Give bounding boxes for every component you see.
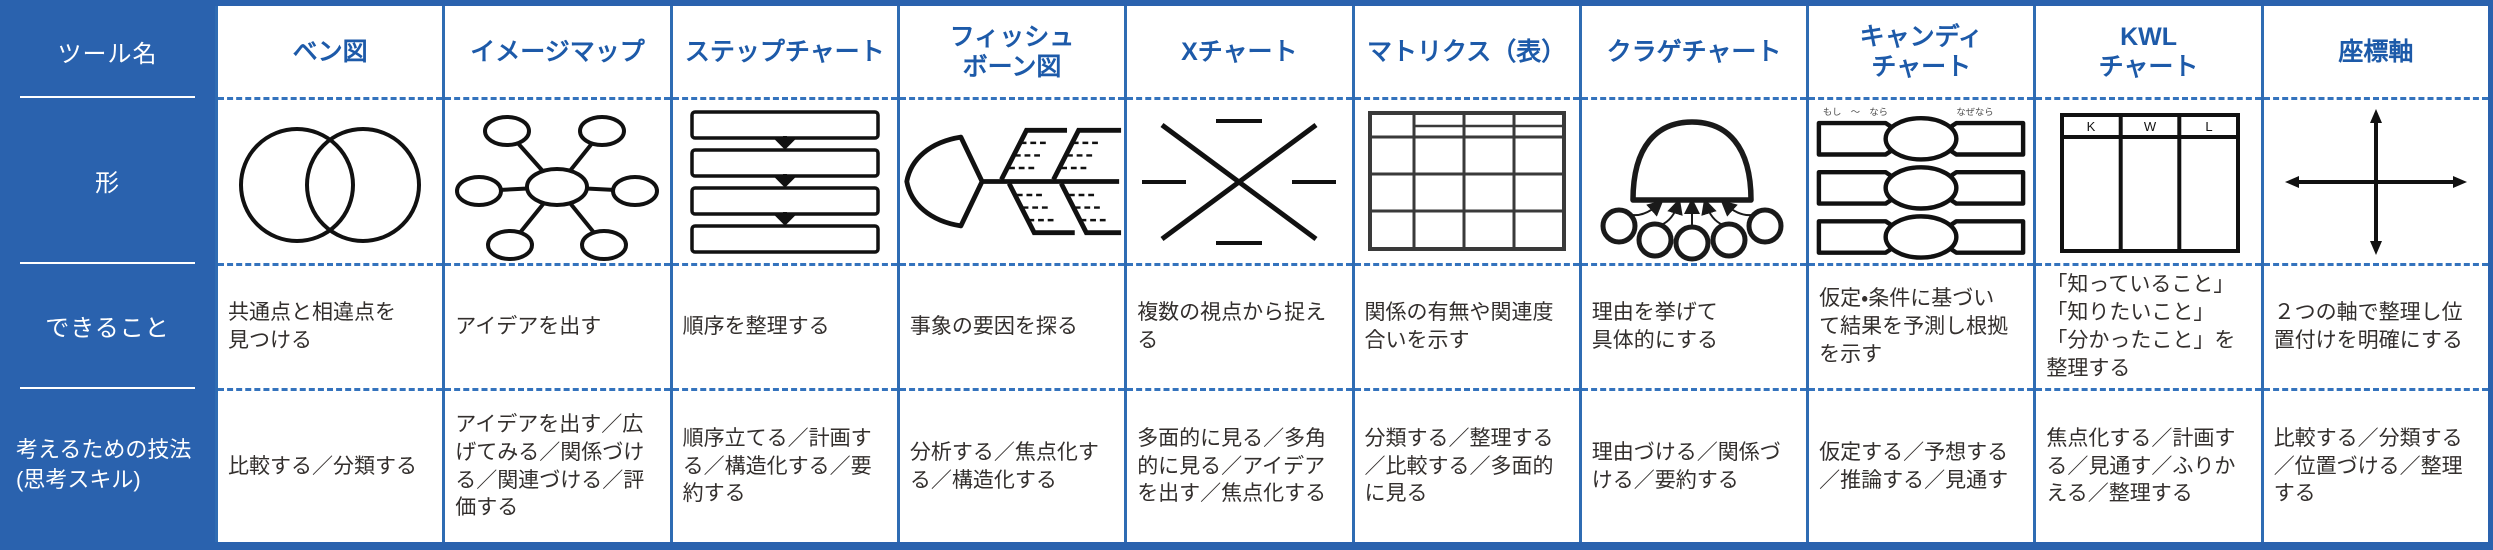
row-label-technique-line2: (思考スキル) <box>16 467 141 492</box>
x-chart-icon <box>1142 118 1337 245</box>
venn-diagram-icon <box>239 126 422 243</box>
row-label-tool-name: ツール名 <box>57 41 158 68</box>
kwl-header-k: K <box>2086 119 2095 134</box>
matrix-table-icon <box>1367 110 1566 251</box>
column-venn-diagram: ベン図 共通点と相違点を 見つける 比較する／分類する <box>215 6 443 542</box>
technique-kwl-chart: 焦点化する／計画する／見通す／ふりかえる／整理する <box>2036 388 2261 542</box>
kwl-chart-icon: K W L <box>2059 112 2240 253</box>
row-label-column: ツール名 形 できること 考えるための技法 (思考スキル) <box>0 6 215 542</box>
can-do-matrix: 関係の有無や関連度 合いを示す <box>1354 263 1579 388</box>
technique-fishbone: 分析する／焦点化する／構造化する <box>899 388 1125 542</box>
shape-cell-image-map <box>445 97 670 263</box>
can-do-candy-chart: 仮定・条件に基づい て結果を予測し根拠 を示す <box>1809 263 2034 388</box>
column-jellyfish: クラゲチャート <box>1578 6 1807 542</box>
can-do-fishbone: 事象の要因を探る <box>899 263 1125 388</box>
technique-coordinate-axes: 比較する／分類する／位置づける／整理する <box>2263 388 2488 542</box>
technique-candy-chart: 仮定する／予想する／推論する／見通す <box>1809 388 2034 542</box>
shape-cell-coordinate-axes <box>2263 97 2488 263</box>
shape-cell-step-chart <box>672 97 897 263</box>
column-kwl-chart: KWL チャート K W L 「知っていること」 「知りたいこと」 「分かったこ… <box>2033 6 2261 542</box>
tool-name-candy-chart: キャンディ チャート <box>1859 22 1983 81</box>
column-step-chart: ステップチャート 順序を整理する 順序立てる <box>669 6 897 542</box>
technique-x-chart: 多面的に見る／多角的に見る／アイデアを出す／焦点化する <box>1127 388 1352 542</box>
image-map-icon <box>455 114 660 261</box>
technique-matrix: 分類する／整理する／比較する／多面的に見る <box>1354 388 1579 542</box>
row-label-technique-line1: 考えるための技法 <box>16 437 192 463</box>
column-image-map: イメージマップ アイデアを出す アイデアを出す／広げてみる／関係づける／関連づけ… <box>442 6 670 542</box>
technique-venn: 比較する／分類する <box>218 388 443 542</box>
row-label-technique: 考えるための技法 (思考スキル) <box>0 387 215 542</box>
can-do-step-chart: 順序を整理する <box>672 263 897 388</box>
tool-name-kwl-chart: KWL チャート <box>2098 22 2199 81</box>
tool-name-venn: ベン図 <box>292 37 368 66</box>
row-label-shape: 形 <box>0 96 215 263</box>
shape-cell-x-chart <box>1127 97 1352 263</box>
jellyfish-chart-icon <box>1600 118 1784 261</box>
candy-label-because: なぜなら <box>1957 107 1994 117</box>
coordinate-axes-icon <box>2284 108 2467 255</box>
shape-cell-jellyfish <box>1581 97 1807 263</box>
shape-cell-venn <box>218 97 443 263</box>
step-chart-icon <box>689 109 880 254</box>
tool-name-image-map: イメージマップ <box>470 37 645 66</box>
technique-step-chart: 順序立てる／計画する／構造化する／要約する <box>672 388 897 542</box>
can-do-kwl-chart: 「知っていること」 「知りたいこと」 「分かったこと」を 整理する <box>2036 263 2261 388</box>
technique-jellyfish: 理由づける／関係づける／要約する <box>1581 388 1807 542</box>
can-do-coordinate-axes: ２つの軸で整理し位 置付けを明確にする <box>2263 263 2488 388</box>
column-matrix: マトリクス（表） 関係の有無や関連度 合いを示す 分類する／整理する／比較する／… <box>1351 6 1579 542</box>
kwl-header-l: L <box>2205 119 2212 134</box>
can-do-x-chart: 複数の視点から捉え る <box>1127 263 1352 388</box>
shape-cell-fishbone <box>899 97 1125 263</box>
kwl-header-w: W <box>2143 119 2156 134</box>
candy-label-if: もし ～ なら <box>1823 107 1888 117</box>
shape-cell-matrix <box>1354 97 1579 263</box>
column-coordinate-axes: 座標軸 ２つの軸で整理し位 置付けを明確にする 比較する／分類する／位置づける／… <box>2260 6 2488 542</box>
tool-name-x-chart: Xチャート <box>1181 37 1298 66</box>
tool-name-step-chart: ステップチャート <box>684 37 885 66</box>
technique-image-map: アイデアを出す／広げてみる／関係づける／関連づける／評価する <box>445 388 670 542</box>
shape-cell-kwl-chart: K W L <box>2036 97 2261 263</box>
column-x-chart: Xチャート 複数の視点から捉え る 多面的に見る／多角的に見る／アイデアを出す／… <box>1124 6 1352 542</box>
can-do-jellyfish: 理由を挙げて 具体的にする <box>1581 263 1807 388</box>
tool-name-fishbone: フィッシュ ボーン図 <box>949 22 1075 81</box>
column-candy-chart: キャンディ チャート もし ～ なら なぜなら 仮定・条件に基づい て結果を予測… <box>1806 6 2034 542</box>
fishbone-icon <box>904 127 1122 236</box>
can-do-venn: 共通点と相違点を 見つける <box>218 263 443 388</box>
can-do-image-map: アイデアを出す <box>445 263 670 388</box>
tool-name-jellyfish: クラゲチャート <box>1606 37 1782 66</box>
tool-name-coordinate-axes: 座標軸 <box>2338 37 2414 66</box>
shape-cell-candy-chart: もし ～ なら なぜなら <box>1809 97 2034 263</box>
candy-chart-icon: もし ～ なら なぜなら <box>1816 107 2026 260</box>
column-fishbone: フィッシュ ボーン図 事象の要因を探る 分析する／焦 <box>896 6 1125 542</box>
tool-name-matrix: マトリクス（表） <box>1367 37 1567 66</box>
row-label-can-do: できること <box>0 262 215 388</box>
